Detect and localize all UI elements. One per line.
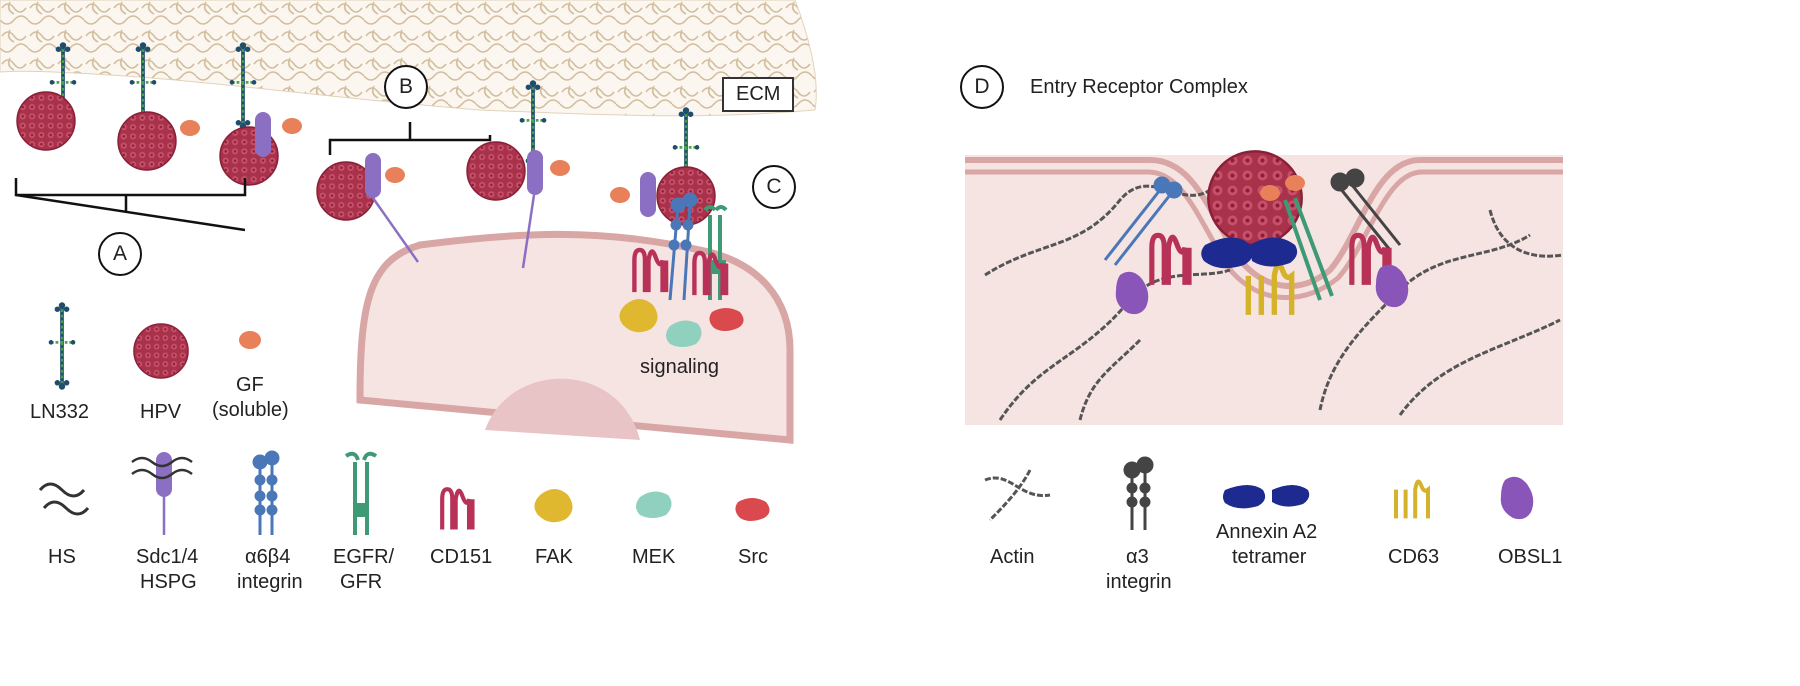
gf-label-line2: (soluble) xyxy=(212,399,289,421)
bracket-a xyxy=(14,178,247,213)
src-label: Src xyxy=(738,546,768,568)
hs-legend-icon xyxy=(38,482,90,516)
obsl1-protein xyxy=(1375,264,1409,308)
obsl1-legend-icon xyxy=(1500,476,1534,520)
a3-label-line1: α3 xyxy=(1126,546,1149,568)
panel-label-d: D xyxy=(960,65,1004,109)
obsl1-label: OBSL1 xyxy=(1498,546,1563,568)
actin-filament xyxy=(1488,209,1564,258)
a6b4-label-line2: integrin xyxy=(237,571,303,593)
egfr-legend-icon xyxy=(344,451,378,535)
gf-molecule xyxy=(385,167,405,183)
hpv-label: HPV xyxy=(140,401,182,423)
a3-legend-icon xyxy=(1123,456,1154,530)
hs-label: HS xyxy=(48,546,76,568)
ln332-legend-icon xyxy=(49,302,76,389)
panel-label-b: B xyxy=(384,65,428,109)
hpv-particle xyxy=(1207,150,1303,246)
cd151-legend-icon xyxy=(442,489,472,529)
cd63-label: CD63 xyxy=(1388,546,1440,568)
sdc-hspg xyxy=(640,172,656,217)
gf-molecule xyxy=(1285,175,1305,191)
mek-label: MEK xyxy=(632,546,676,568)
hpv-particle xyxy=(16,91,76,151)
panel-label-a: A xyxy=(98,232,142,276)
fak-protein xyxy=(619,299,658,333)
a3-integrin xyxy=(1103,176,1183,266)
sdc-hspg xyxy=(527,150,543,195)
obsl1-protein xyxy=(1115,271,1149,315)
ecm-band xyxy=(0,0,817,117)
sdc-stalk xyxy=(521,194,536,269)
a6b4-label-line1: α6β4 xyxy=(245,546,291,568)
annexin-legend-icon xyxy=(1223,485,1310,509)
actin-filament xyxy=(1398,318,1561,416)
sdc-label-line2: HSPG xyxy=(140,571,197,593)
hpv-particle xyxy=(466,141,526,201)
annexin-a2-tetramer xyxy=(1201,237,1298,269)
annexin-label-line1: Annexin A2 xyxy=(1216,521,1318,543)
mek-legend-icon xyxy=(636,491,672,518)
annexin-label-line2: tetramer xyxy=(1232,546,1307,568)
sdc-label-line1: Sdc1/4 xyxy=(136,546,199,568)
src-protein xyxy=(709,308,744,331)
cd63-legend-icon xyxy=(1396,482,1428,519)
fak-legend-icon xyxy=(534,489,573,523)
gf-molecule xyxy=(550,160,570,176)
ln332-label: LN332 xyxy=(30,401,89,423)
mek-protein xyxy=(666,320,702,347)
ecm-label: ECM xyxy=(722,77,795,112)
egfr-label-line2: GFR xyxy=(340,571,383,593)
cell-membrane xyxy=(356,230,794,444)
sdc-legend-icon xyxy=(131,452,193,535)
panel-label-c: C xyxy=(752,165,796,209)
cell-nucleus xyxy=(485,378,640,440)
a6b4-integrin xyxy=(668,192,698,301)
cd151-label: CD151 xyxy=(430,546,493,568)
sdc-stalk xyxy=(371,197,420,263)
bracket-b xyxy=(328,122,492,155)
egfr-label-line1: EGFR/ xyxy=(333,546,395,568)
hpv-particle xyxy=(117,111,177,171)
a3-integrin xyxy=(1330,168,1402,251)
sdc-hspg xyxy=(255,112,271,157)
gf-molecule xyxy=(610,187,630,203)
gf-molecule xyxy=(180,120,200,136)
a3-label-line2: integrin xyxy=(1106,571,1172,593)
sdc-hspg xyxy=(365,153,381,198)
actin-legend-icon xyxy=(984,469,1051,522)
gf-molecule xyxy=(1260,185,1280,201)
fak-label: FAK xyxy=(535,546,573,568)
a6b4-legend-icon xyxy=(252,450,280,535)
gf-legend-icon xyxy=(239,331,261,349)
gf-label-line1: GF xyxy=(236,374,264,396)
gf-molecule xyxy=(282,118,302,134)
entry-title: Entry Receptor Complex xyxy=(1030,76,1248,98)
src-legend-icon xyxy=(735,498,770,521)
actin-label: Actin xyxy=(990,546,1035,568)
hpv-legend-icon xyxy=(133,323,189,379)
signaling-label: signaling xyxy=(640,356,719,378)
egfr-receptor xyxy=(1283,197,1334,301)
actin-filament xyxy=(1078,338,1142,421)
bracket-a-tail xyxy=(15,193,246,232)
